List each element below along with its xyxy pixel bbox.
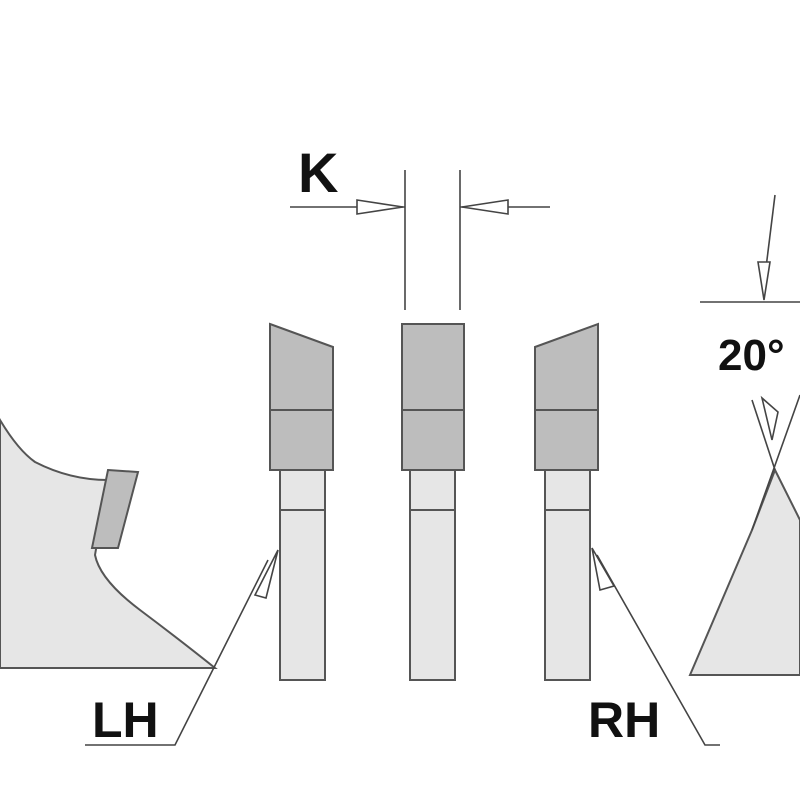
angle-marker bbox=[760, 395, 779, 441]
right-tooth-carbide-tip bbox=[534, 322, 599, 471]
rh-label: RH bbox=[588, 692, 660, 748]
left-blade-profile bbox=[0, 418, 218, 669]
angle-label: 20° bbox=[718, 331, 785, 380]
right-tooth bbox=[534, 322, 599, 681]
center-tooth bbox=[401, 323, 465, 681]
kerf-left-arrow bbox=[356, 199, 404, 215]
rh-arrow bbox=[591, 547, 616, 592]
kerf-right-arrow bbox=[461, 199, 509, 215]
center-tooth-carbide-tip bbox=[401, 323, 465, 471]
lh-callout: LH bbox=[85, 549, 279, 748]
lh-arrow bbox=[253, 549, 279, 599]
angle-arrow bbox=[757, 261, 771, 301]
kerf-label: K bbox=[298, 141, 338, 204]
lh-label: LH bbox=[92, 692, 159, 748]
left-blade-tooth-tip bbox=[90, 468, 140, 549]
kerf-dimension: K bbox=[290, 141, 550, 310]
right-blade-profile: 20° bbox=[688, 194, 800, 676]
left-tooth bbox=[269, 322, 334, 681]
rh-callout: RH bbox=[588, 547, 720, 748]
left-tooth-carbide-tip bbox=[269, 322, 334, 471]
